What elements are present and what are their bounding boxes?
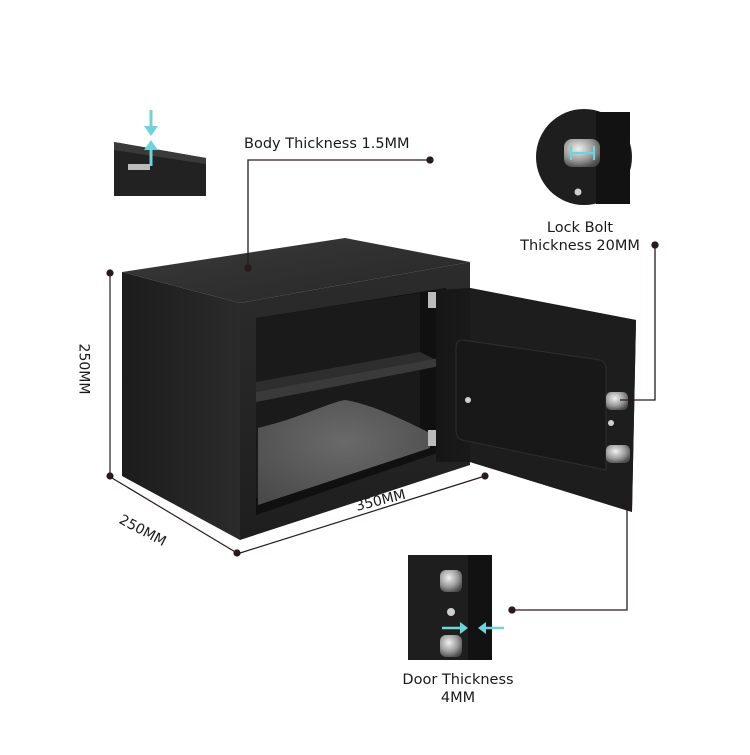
inset-door-thickness — [408, 555, 504, 660]
safe-carpet — [258, 400, 430, 505]
lock-bolt-bottom — [606, 445, 630, 463]
door-thickness-label-line2: 4MM — [440, 690, 476, 706]
body-thickness-label: Body Thickness 1.5MM — [244, 136, 410, 152]
safe-top — [122, 238, 470, 303]
height-dimension-label: 250MM — [75, 343, 92, 395]
leader-lines — [244, 156, 659, 614]
inset-lock-bolt — [536, 109, 632, 205]
hinge-top — [428, 292, 436, 308]
lock-bolt-label: Lock Bolt Thickness 20MM — [505, 219, 655, 255]
door-screw — [465, 397, 471, 403]
dimension-lines — [106, 269, 489, 557]
door-thickness-label: Door Thickness 4MM — [388, 671, 528, 707]
door-thickness-label-line1: Door Thickness — [402, 672, 514, 688]
safe-side — [122, 272, 240, 540]
hinge-bottom — [428, 430, 436, 446]
door-lock-box — [455, 339, 607, 471]
inset-body-thickness — [114, 110, 206, 196]
lock-bolt-label-line1: Lock Bolt — [546, 220, 614, 236]
lock-bolt-top — [606, 392, 628, 410]
lock-bolt-label-line2: Thickness 20MM — [520, 238, 640, 254]
